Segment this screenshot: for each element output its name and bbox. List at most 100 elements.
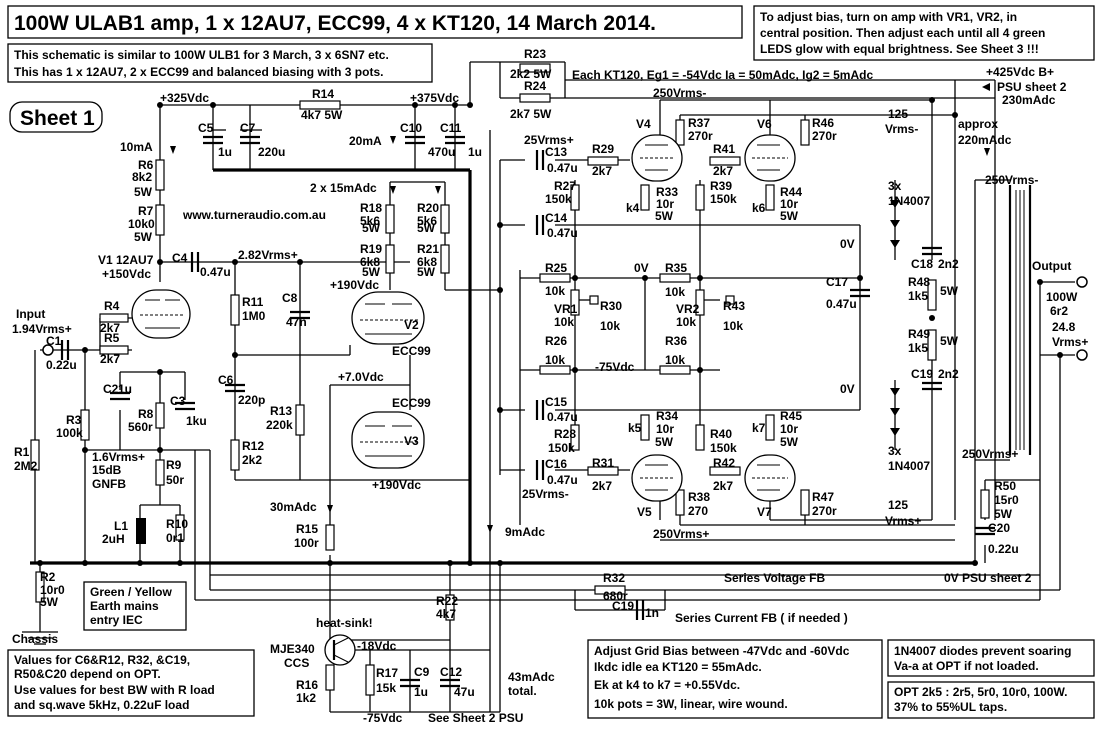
component-value-r27: 150k: [545, 192, 572, 206]
component-ref-r24: R24: [524, 79, 546, 93]
approx-label: approx: [958, 117, 998, 131]
component-value-c18: 2n2: [938, 257, 959, 271]
component-value-r28: 150k: [548, 441, 575, 455]
rms250m-a-label: 250Vrms-: [653, 86, 706, 100]
component-value-c19: 1n: [645, 606, 659, 620]
rms25m-label: 25Vrms-: [522, 487, 569, 501]
input-label: Input: [16, 307, 45, 321]
component-ref-r2: R2: [40, 570, 56, 584]
component-ref-r28: R28: [554, 427, 576, 441]
component-value-r43: 10k: [723, 319, 743, 333]
diodes-top-type: 1N4007: [888, 194, 930, 208]
component-value-c1: 0.22u: [46, 358, 77, 372]
component-value-r20: 5k6: [417, 214, 437, 228]
component-value-r16: 1k2: [296, 691, 316, 705]
component-value-c11: 1u: [468, 145, 482, 159]
v190b-label: +190Vdc: [372, 478, 421, 492]
component-value-r4: 2k7: [100, 321, 120, 335]
ma20-label: 20mA: [349, 134, 382, 148]
component-ref-c6: C6: [218, 373, 234, 387]
component-ref-c18: C18: [911, 257, 933, 271]
r34-watt-label: 5W: [655, 435, 674, 449]
component-ref-r46: R46: [812, 116, 834, 130]
component-value-r36: 10k: [665, 353, 685, 367]
component-ref-c11: C11: [440, 121, 462, 135]
capacitor-plates: [60, 135, 995, 688]
bias-instructions-box: To adjust bias, turn on amp with VR1, VR…: [753, 5, 1095, 61]
component-ref-r30: R30: [600, 299, 622, 313]
component-ref-r22: R22: [436, 594, 458, 608]
component-value-r38: 270: [688, 504, 708, 518]
similar-line-2: This has 1 x 12AU7, 2 x ECC99 and balanc…: [14, 65, 383, 79]
component-ref-c9: C9: [414, 665, 430, 679]
component-ref-r39: R39: [710, 179, 732, 193]
supply-branches: [212, 105, 456, 170]
series-voltage-fb-label: Series Voltage FB: [724, 571, 825, 585]
q1-label: MJE340: [270, 642, 315, 656]
r19-watt-label: 5W: [362, 265, 381, 279]
v7-label: V7: [757, 505, 772, 519]
component-value-c4: 0.47u: [200, 265, 231, 279]
component-value-r45: 10r: [780, 422, 798, 436]
component-ref-c10: C10: [400, 121, 422, 135]
tube-v4: [631, 134, 683, 182]
component-value-r17: 15k: [376, 681, 396, 695]
component-value-vr1: 10k: [554, 315, 574, 329]
component-ref-c4: C4: [172, 251, 188, 265]
component-value-c15: 0.47u: [547, 410, 578, 424]
component-ref-c1: C1: [46, 334, 62, 348]
gnfb-2-label: 15dB: [92, 463, 122, 477]
values-line-4: and sq.wave 5kHz, 0.22uF load: [14, 698, 189, 712]
component-value-r22: 4k7: [436, 607, 456, 621]
chassis-label: Chassis: [12, 632, 58, 646]
component-ref-r45: R45: [780, 409, 802, 423]
tube-labels: V1 12AU7 V2 ECC99 V3 ECC99 V4 V5 V6 V7 M…: [98, 117, 772, 670]
component-value-r31: 2k7: [592, 479, 612, 493]
diodes-note-box: 1N4007 diodes prevent soaring Va-a at OP…: [887, 639, 1095, 677]
current-arrows: [170, 83, 990, 533]
component-ref-r34: R34: [656, 409, 678, 423]
component-ref-r42: R42: [713, 456, 735, 470]
component-ref-r3: R3: [66, 413, 82, 427]
tube-v7: [744, 454, 796, 502]
component-value-r29: 2k7: [592, 164, 612, 178]
similar-note-box: This schematic is similar to 100W ULB1 f…: [7, 43, 433, 83]
component-value-r41: 2k7: [713, 164, 733, 178]
r18-watt-label: 5W: [362, 221, 381, 235]
component-value-c10: 470u: [428, 145, 455, 159]
component-ref-r33: R33: [656, 185, 678, 199]
diodes-line-2: Va-a at OPT if not loaded.: [894, 659, 1039, 673]
m18-label: -18Vdc: [357, 639, 397, 653]
b325-label: +325Vdc: [160, 91, 209, 105]
adjust-line-1: Adjust Grid Bias between -47Vdc and -60V…: [594, 644, 850, 658]
component-value-r46: 270r: [812, 129, 837, 143]
component-value-r34: 10r: [656, 422, 674, 436]
junction-dots: [37, 97, 1063, 566]
component-ref-c19b: C19: [911, 367, 933, 381]
component-value-r39: 150k: [710, 192, 737, 206]
component-value-r21: 6k8: [417, 255, 437, 269]
rms125p-label: Vrms+: [885, 514, 921, 528]
similar-line-1: This schematic is similar to 100W ULB1 f…: [14, 48, 389, 62]
component-value-l1: 2uH: [102, 532, 125, 546]
component-value-c14: 0.47u: [547, 226, 578, 240]
component-value-r37: 270r: [688, 129, 713, 143]
component-ref-r36: R36: [665, 334, 687, 348]
component-ref-c5: C5: [198, 121, 214, 135]
values-note-box: Values for C6&R12, R32, &C19, R50&C20 de…: [7, 649, 255, 717]
component-ref-r16: R16: [296, 678, 318, 692]
component-value-r35: 10k: [665, 285, 685, 299]
earth-line-3: entry IEC: [90, 613, 143, 627]
component-value-r3: 100k: [56, 426, 83, 440]
component-ref-r32: R32: [603, 571, 625, 585]
component-ref-r10: R10: [166, 517, 188, 531]
v190a-label: +190Vdc: [330, 278, 379, 292]
component-value-c6: 220p: [238, 393, 265, 407]
component-ref-c13: C13: [545, 145, 567, 159]
output-transformer: [1008, 185, 1088, 455]
component-value-r10: 0r1: [166, 531, 184, 545]
component-ref-r21: R21: [417, 242, 439, 256]
psu-0v-label: 0V PSU sheet 2: [944, 571, 1032, 585]
values-line-2: R50&C20 depend on OPT.: [14, 667, 161, 681]
